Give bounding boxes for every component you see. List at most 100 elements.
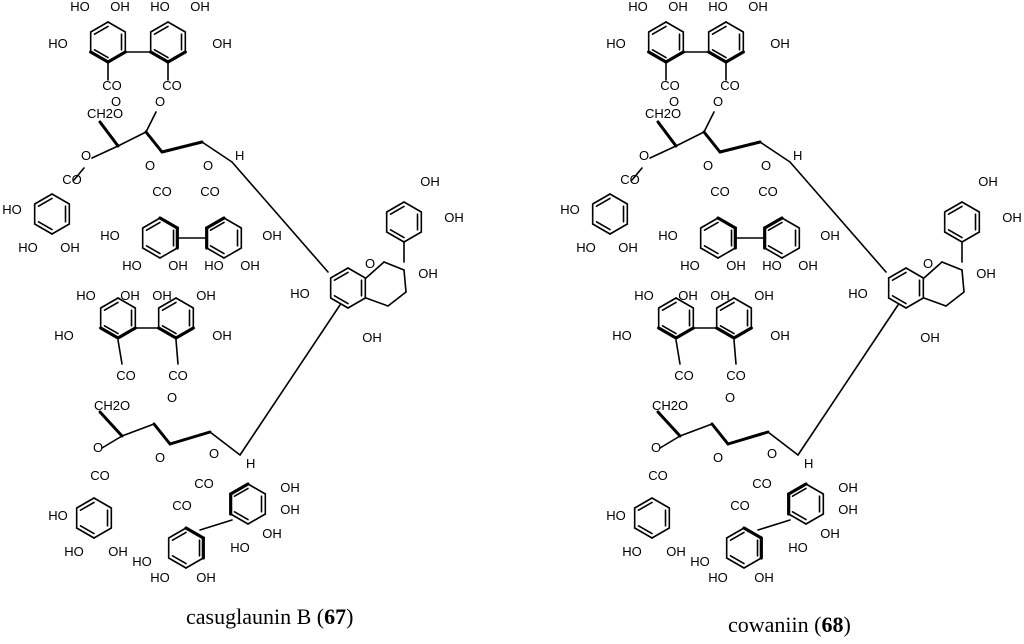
bond bbox=[223, 247, 243, 259]
atom-label: CH2O bbox=[645, 106, 681, 121]
atom-label: CO bbox=[674, 368, 694, 383]
atom-label: CH2O bbox=[652, 398, 688, 413]
bond bbox=[247, 513, 267, 525]
bond bbox=[791, 487, 807, 498]
bond bbox=[205, 247, 225, 259]
caption-cowaniin: cowaniin (68) bbox=[728, 612, 851, 637]
bond bbox=[637, 524, 653, 535]
benzene-ring bbox=[205, 216, 243, 259]
atom-label: HO bbox=[612, 328, 632, 343]
caption-casuglaunin-b: casuglaunin B (67) bbox=[186, 604, 354, 629]
bond bbox=[174, 326, 195, 340]
benzene-ring bbox=[763, 216, 801, 259]
bond bbox=[145, 245, 161, 255]
atom-label: H bbox=[793, 148, 802, 163]
bond bbox=[103, 324, 119, 335]
bond bbox=[595, 221, 611, 231]
bond bbox=[199, 519, 233, 531]
bond bbox=[674, 326, 695, 340]
atom-label: O bbox=[145, 158, 155, 173]
bond bbox=[609, 223, 629, 235]
bond bbox=[144, 130, 164, 154]
atom-label: OH bbox=[976, 266, 996, 281]
bond bbox=[656, 410, 682, 438]
bond bbox=[591, 193, 611, 205]
benzene-ring bbox=[75, 497, 113, 539]
bond bbox=[711, 25, 727, 36]
bond bbox=[763, 216, 784, 230]
bond bbox=[724, 50, 745, 64]
atom-label: OH bbox=[110, 0, 130, 14]
benzene-ring bbox=[699, 216, 737, 259]
atom-label: O bbox=[203, 158, 213, 173]
bond bbox=[117, 297, 137, 309]
bond bbox=[661, 301, 677, 312]
bond bbox=[107, 21, 127, 33]
bond bbox=[93, 527, 113, 539]
atom-label: OH bbox=[820, 526, 840, 541]
bond bbox=[157, 326, 178, 340]
atom-label: OH bbox=[754, 570, 774, 585]
bond bbox=[707, 50, 728, 64]
atom-label: HO bbox=[848, 286, 868, 301]
bond bbox=[347, 267, 367, 279]
atom-label: OH bbox=[618, 240, 638, 255]
benzene-ring bbox=[149, 21, 187, 64]
bond bbox=[947, 229, 963, 239]
atom-label: HO bbox=[48, 508, 68, 523]
bond bbox=[93, 25, 109, 36]
atom-label: O bbox=[767, 446, 777, 461]
bond bbox=[609, 193, 629, 205]
bond bbox=[121, 423, 155, 437]
atom-label: OH bbox=[120, 288, 140, 303]
atom-label: OH bbox=[820, 228, 840, 243]
atom-label: HO bbox=[290, 286, 310, 301]
bond bbox=[743, 557, 763, 569]
atom-label: HO bbox=[150, 0, 170, 14]
bond bbox=[945, 291, 965, 307]
atom-label: CO bbox=[172, 498, 192, 513]
bond bbox=[675, 131, 705, 147]
benzene-ring bbox=[591, 193, 629, 235]
atom-label: HO bbox=[54, 328, 74, 343]
bond bbox=[710, 422, 730, 446]
bond bbox=[185, 557, 205, 569]
bond bbox=[595, 197, 611, 207]
bond bbox=[91, 145, 119, 159]
atom-label: O bbox=[155, 94, 165, 109]
compound-number: 68 bbox=[821, 612, 844, 637]
bond bbox=[707, 21, 727, 33]
bond bbox=[329, 297, 349, 309]
atom-label: HO bbox=[658, 228, 678, 243]
atom-label: OH bbox=[748, 0, 768, 14]
benzene-ring bbox=[787, 482, 825, 525]
bond bbox=[787, 482, 808, 496]
atom-label: H bbox=[235, 148, 244, 163]
bond bbox=[167, 557, 187, 569]
bond bbox=[201, 141, 233, 163]
atom-label: CH2O bbox=[87, 106, 123, 121]
atom-label: OH bbox=[108, 544, 128, 559]
bond bbox=[905, 297, 925, 309]
atom-label: OH bbox=[978, 174, 998, 189]
bond bbox=[767, 431, 799, 456]
bond bbox=[403, 231, 423, 243]
atom-label: HO bbox=[576, 240, 596, 255]
atom-label: HO bbox=[708, 0, 728, 14]
bond bbox=[389, 205, 405, 215]
bond bbox=[98, 120, 120, 148]
atom-label: CO bbox=[710, 184, 730, 199]
bond bbox=[675, 339, 681, 365]
benzene-ring bbox=[329, 267, 367, 309]
bond bbox=[161, 324, 177, 335]
bond bbox=[732, 326, 753, 340]
bond bbox=[141, 247, 161, 259]
bond bbox=[591, 223, 611, 235]
bond bbox=[651, 25, 667, 36]
atom-label: HO bbox=[690, 554, 710, 569]
bond bbox=[329, 267, 349, 279]
atom-label: CO bbox=[168, 368, 188, 383]
atom-label: HO bbox=[18, 240, 38, 255]
